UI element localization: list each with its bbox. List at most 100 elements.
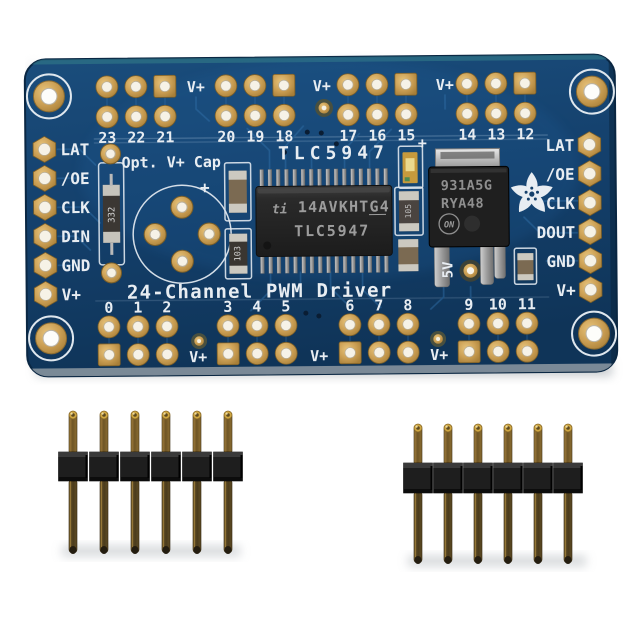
through-hole-pad: [338, 313, 362, 337]
silk-plus-cap: +: [200, 178, 210, 197]
vplus-label: V+: [436, 76, 454, 94]
pin-label-gnd-right: GND: [546, 252, 575, 271]
regulator-marking-line2: RYA48: [441, 196, 484, 212]
pin-label-18: 18: [275, 127, 293, 145]
mounting-hole: [35, 322, 68, 355]
pin-label-22: 22: [127, 129, 145, 147]
through-hole-pad: [578, 247, 603, 275]
ic-marking-line2: TLC5947: [294, 222, 370, 241]
through-hole-pad: [272, 103, 296, 127]
through-hole-pad: [515, 339, 539, 363]
pin-label-8: 8: [403, 296, 412, 314]
pcb-board: TLC5947 24-Channel PWM Driver Opt. V+ Ca…: [23, 53, 619, 378]
through-hole-pad: [155, 314, 179, 338]
through-hole-pad: [243, 74, 267, 97]
cap-outline-2: [224, 227, 253, 280]
smd-components: [228, 152, 534, 281]
through-hole-pad: [367, 341, 391, 364]
through-hole-pad: [33, 251, 58, 279]
through-hole-pad: [97, 315, 121, 339]
pin-label-3: 3: [223, 298, 232, 316]
through-hole-pad: [155, 342, 179, 366]
smd-cap-103: [229, 233, 248, 274]
header-pin: [443, 423, 453, 466]
smd-cap: [398, 239, 419, 272]
hole-ring: [571, 310, 618, 357]
header-pin: [443, 490, 453, 564]
silk-chip-label: TLC5947: [278, 142, 389, 164]
pin-label-lat-right: LAT: [545, 136, 574, 155]
adafruit-logo-icon: [509, 172, 555, 216]
mounting-hole: [578, 317, 611, 350]
vplus-label: V+: [313, 77, 331, 95]
signal-pads-right: [577, 131, 603, 304]
through-hole-pad: [153, 74, 177, 98]
through-hole-pad: [486, 340, 510, 363]
through-hole-pad: [33, 193, 57, 221]
through-hole-pad: [214, 104, 238, 128]
header-plastic-body: [403, 462, 583, 494]
opt-cap-pads: [99, 143, 221, 284]
through-hole-pad: [97, 343, 121, 367]
pin-label-1: 1: [133, 299, 142, 317]
through-hole-pad: [394, 102, 418, 126]
pin-label-11: 11: [518, 295, 536, 313]
channel-pad-row-bottom: [97, 311, 539, 339]
cap-value-103: 103: [233, 246, 243, 261]
pin-label-5: 5: [281, 297, 290, 315]
through-hole-pad: [32, 135, 57, 163]
vplus-label: V+: [189, 348, 207, 366]
pin-label-oe-left: /OE: [61, 169, 90, 188]
through-hole-pad: [153, 104, 177, 128]
pin-label-gnd-left: GND: [61, 256, 90, 275]
through-hole-pad: [216, 314, 240, 338]
pin-label-4: 4: [252, 298, 261, 316]
pin-label-clk-left: CLK: [61, 198, 90, 217]
header-pin: [503, 423, 513, 466]
through-hole-pad: [126, 343, 150, 367]
through-hole-pad: [126, 315, 150, 339]
resistor-value: 332: [107, 207, 117, 223]
ic-tlc5947: [255, 168, 393, 274]
through-hole-pad: [214, 74, 238, 98]
header-pin: [473, 490, 483, 564]
resistor-332: [102, 173, 121, 255]
header-pin: [192, 410, 202, 455]
pin-label-15: 15: [397, 126, 415, 144]
pin-label-21: 21: [156, 128, 174, 146]
header-pin: [413, 490, 423, 564]
smd-led: [402, 152, 418, 184]
through-hole-pad: [578, 276, 603, 304]
header-pin: [99, 410, 109, 455]
pin-label-2: 2: [162, 298, 171, 316]
header-pin: [68, 410, 78, 455]
vias: [191, 98, 482, 350]
cap-outline-3: [394, 186, 424, 237]
pin-label-clk-right: CLK: [546, 194, 575, 213]
header-strip-left: [58, 410, 243, 554]
pin-label-20: 20: [217, 128, 235, 146]
through-hole-pad: [33, 222, 57, 250]
header-pin: [503, 490, 513, 564]
silk-opt-cap: Opt. V+ Cap: [121, 153, 220, 172]
vplus-pad-row-top: [95, 71, 537, 99]
pin-label-7: 7: [374, 296, 383, 314]
through-hole-pad: [274, 313, 298, 337]
header-pin: [563, 423, 573, 466]
header-pin: [533, 423, 543, 466]
mounting-holes: [32, 75, 611, 355]
through-hole-pad: [124, 75, 148, 99]
vplus-pad-row-bottom: [97, 339, 539, 367]
ti-logo: ti: [272, 202, 288, 217]
header-pin: [161, 410, 171, 455]
header-pin: [533, 490, 543, 564]
pin-label-19: 19: [246, 127, 264, 145]
through-hole-pad: [124, 105, 148, 129]
ic-marking-line1: 14AVKHTG4: [298, 197, 390, 216]
through-hole-pad: [513, 71, 537, 95]
silk-plus-led: +: [418, 134, 427, 152]
vplus-label: V+: [430, 346, 448, 364]
header-pin: [473, 423, 483, 466]
header-pin: [130, 410, 140, 455]
header-pin: [99, 478, 109, 554]
